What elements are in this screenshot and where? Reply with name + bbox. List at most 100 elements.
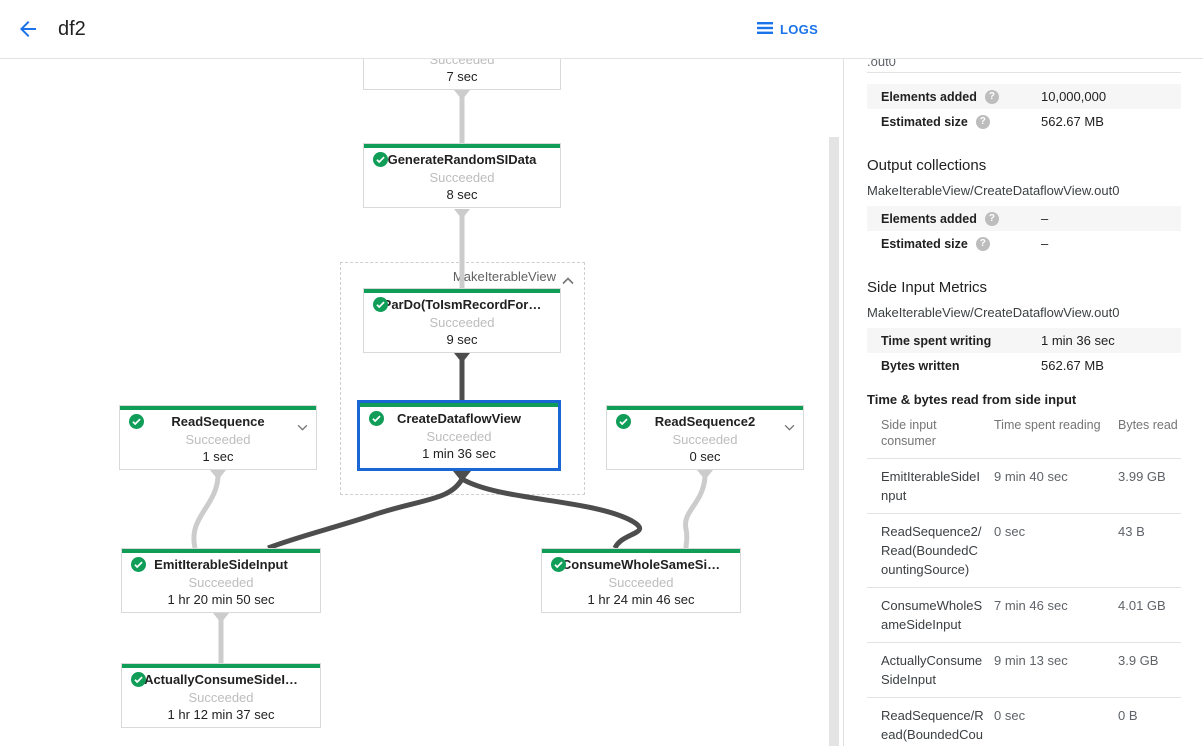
- node-time: 1 sec: [202, 449, 234, 464]
- node-time: 8 sec: [446, 187, 478, 202]
- time-cell: 0 sec: [994, 524, 1026, 539]
- node-status-bar: [364, 289, 560, 293]
- metric-row: Elements added ? 10,000,000: [867, 84, 1181, 109]
- divider: [867, 72, 1181, 73]
- check-circle-icon: [373, 152, 388, 169]
- node-status-bar: [607, 406, 803, 410]
- step-node-readsequence[interactable]: ReadSequence Succeeded 1 sec: [119, 405, 317, 470]
- step-details-panel: Step .out0 Elements added ? 10,000,000 E…: [843, 0, 1203, 746]
- metric-value: 562.67 MB: [1041, 114, 1104, 129]
- bytes-cell: 0 B: [1118, 708, 1138, 723]
- help-icon[interactable]: ?: [984, 211, 999, 226]
- side-input-metric-rows: Time spent writing 1 min 36 sec Bytes wr…: [867, 328, 1181, 378]
- metric-label: Estimated size: [881, 236, 968, 251]
- consumer-cell: ActuallyConsumeSideInput: [881, 653, 983, 687]
- node-status: Succeeded: [188, 575, 254, 590]
- pipeline-graph: MakeIterableView: [0, 59, 843, 746]
- column-header: Side input consumer: [881, 418, 937, 448]
- metric-label: Time spent writing: [881, 333, 992, 348]
- time-cell: 9 min 13 sec: [994, 653, 1068, 668]
- node-title: CreateDataflowView: [396, 411, 522, 426]
- step-node-consumewholesamesideinput[interactable]: ConsumeWholeSameSi… Succeeded 1 hr 24 mi…: [541, 548, 741, 613]
- node-status-bar: [360, 403, 558, 407]
- metric-label: Bytes written: [881, 358, 960, 373]
- output-collections-heading: Output collections: [867, 157, 987, 174]
- time-cell: 9 min 40 sec: [994, 469, 1068, 484]
- node-status: Succeeded: [185, 432, 251, 447]
- output-collection-name: MakeIterableView/CreateDataflowView.out0: [867, 183, 1120, 198]
- node-title: EmitIterableSideInput: [154, 557, 288, 572]
- panel-body: .out0 Elements added ? 10,000,000 Estima…: [844, 59, 1203, 745]
- bytes-cell: 4.01 GB: [1118, 598, 1166, 613]
- chevron-down-icon[interactable]: [784, 418, 795, 431]
- step-node-createdataflowview-selected[interactable]: CreateDataflowView Succeeded 1 min 36 se…: [357, 400, 561, 471]
- column-header: Time spent reading: [994, 418, 1101, 432]
- logs-label: LOGS: [780, 22, 819, 37]
- group-label: MakeIterableView: [452, 269, 556, 284]
- step-node-actuallyconsumesideinput[interactable]: ActuallyConsumeSideI… Succeeded 1 hr 12 …: [121, 663, 321, 728]
- consumer-cell: EmitIterableSideInput: [881, 469, 980, 503]
- metric-value: –: [1041, 211, 1049, 226]
- metric-value: 10,000,000: [1041, 89, 1107, 104]
- node-title: ParDo(ToIsmRecordFor…: [382, 297, 542, 312]
- table-row: ReadSequence2/Read(BoundedCountingSource…: [867, 513, 1181, 587]
- help-icon[interactable]: ?: [975, 236, 990, 251]
- node-status-bar: [542, 549, 740, 553]
- back-arrow-icon[interactable]: [16, 17, 42, 43]
- node-status: Succeeded: [429, 315, 495, 330]
- step-node-pardo-toismrecord[interactable]: ParDo(ToIsmRecordFor… Succeeded 9 sec: [363, 288, 561, 353]
- node-status: Succeeded: [429, 59, 495, 67]
- node-status: Succeeded: [426, 429, 492, 444]
- step-node-generaterandomsidata[interactable]: GenerateRandomSIData Succeeded 8 sec: [363, 143, 561, 208]
- graph-edges: [191, 90, 713, 663]
- node-time: 1 min 36 sec: [422, 446, 496, 461]
- node-time: 7 sec: [446, 69, 478, 84]
- check-circle-icon: [369, 411, 384, 428]
- time-cell: 0 sec: [994, 708, 1026, 723]
- job-title: df2: [58, 18, 86, 40]
- metric-value: –: [1041, 236, 1049, 251]
- node-status-bar: [364, 144, 560, 148]
- table-row: ActuallyConsumeSideInput 9 min 13 sec 3.…: [867, 642, 1181, 697]
- node-title: ReadSequence2: [654, 414, 756, 429]
- table-row: EmitIterableSideInput 9 min 40 sec 3.99 …: [867, 458, 1181, 513]
- chevron-down-icon[interactable]: [297, 418, 308, 431]
- output-collection-metrics: Elements added ? – Estimated size ? –: [867, 206, 1181, 256]
- step-node-emititerablesideinput[interactable]: EmitIterableSideInput Succeeded 1 hr 20 …: [121, 548, 321, 613]
- consumer-cell: ConsumeWholeSameSideInput: [881, 598, 983, 632]
- metric-value: 1 min 36 sec: [1041, 333, 1115, 348]
- consumer-cell: ReadSequence/Read(BoundedCountingSource): [881, 708, 984, 742]
- node-status: Succeeded: [188, 690, 254, 705]
- consumer-cell: ReadSequence2/Read(BoundedCountingSource…: [881, 524, 982, 577]
- node-status: Succeeded: [608, 575, 674, 590]
- time-cell: 7 min 46 sec: [994, 598, 1068, 613]
- app-bar: df2 LOGS: [0, 0, 1203, 59]
- chevron-up-icon[interactable]: [562, 272, 574, 290]
- bytes-cell: 3.99 GB: [1118, 469, 1166, 484]
- metric-label: Elements added: [881, 211, 977, 226]
- node-time: 0 sec: [689, 449, 721, 464]
- node-status: Succeeded: [672, 432, 738, 447]
- node-title: ActuallyConsumeSideI…: [144, 672, 298, 687]
- help-icon[interactable]: ?: [984, 89, 999, 104]
- metric-row: Elements added ? –: [867, 206, 1181, 231]
- step-node-readsequence2[interactable]: ReadSequence2 Succeeded 0 sec: [606, 405, 804, 470]
- column-header: Bytes read: [1118, 418, 1178, 432]
- node-time: 1 hr 20 min 50 sec: [167, 592, 275, 607]
- node-time: 1 hr 12 min 37 sec: [167, 707, 275, 722]
- side-input-metrics-heading: Side Input Metrics: [867, 279, 988, 296]
- table-row: ReadSequence/Read(BoundedCountingSource)…: [867, 697, 1181, 745]
- help-icon[interactable]: ?: [975, 114, 990, 129]
- check-circle-icon: [131, 672, 146, 689]
- clipped-collection-text: .out0: [867, 59, 896, 69]
- metric-row: Estimated size ? –: [867, 231, 1181, 256]
- node-time: 9 sec: [446, 332, 478, 347]
- metric-value: 562.67 MB: [1041, 358, 1104, 373]
- step-node-clipped[interactable]: Succeeded 7 sec: [363, 59, 561, 90]
- graph-vertical-scrollbar[interactable]: [829, 137, 839, 746]
- check-circle-icon: [616, 414, 631, 431]
- logs-button[interactable]: LOGS: [757, 0, 818, 59]
- metric-label: Elements added: [881, 89, 977, 104]
- input-collection-metrics: Elements added ? 10,000,000 Estimated si…: [867, 84, 1181, 134]
